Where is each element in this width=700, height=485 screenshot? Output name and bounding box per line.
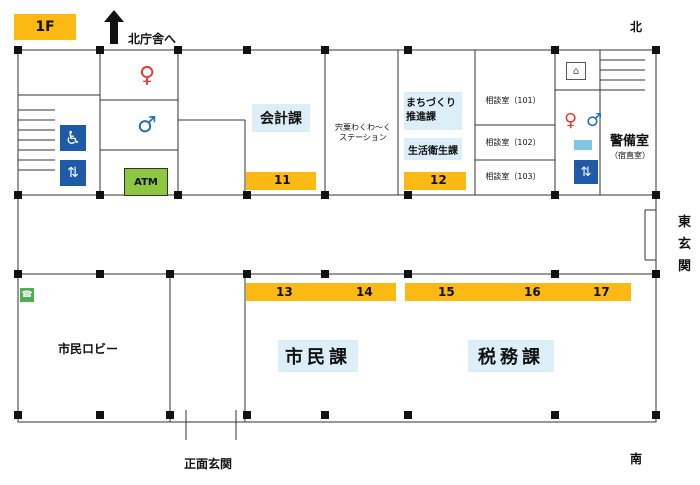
counter-bar-15-17	[405, 283, 631, 301]
restroom-female-icon: ♀	[138, 62, 156, 88]
counter-17-label: 17	[593, 285, 610, 299]
citizen-section-label: 市民課	[278, 340, 358, 372]
counter-15-label: 15	[438, 285, 455, 299]
station-label: 宍粟わくわ～くステーション	[335, 123, 391, 142]
accounting-label: 会計課	[252, 104, 310, 132]
phone-icon: ☎	[20, 288, 34, 302]
north-arrow-icon	[104, 10, 124, 44]
restroom-female-icon: ♀	[564, 110, 578, 131]
elevator-icon: ⇅	[574, 160, 598, 184]
restroom-male-icon: ♂	[137, 112, 157, 138]
main-entrance-label: 正面玄関	[184, 457, 233, 471]
elevator-icon: ⇅	[60, 160, 86, 186]
north-building-link[interactable]: 北庁舎へ	[128, 32, 177, 46]
counter-13-label: 13	[276, 285, 293, 299]
atm-box: ATM	[124, 168, 168, 196]
tax-section-label: 税務課	[468, 340, 554, 372]
east-entrance-label: 東玄関	[678, 215, 692, 274]
floor-badge: 1F	[14, 14, 76, 40]
counter-11-label: 11	[274, 173, 291, 187]
counter-14-label: 14	[356, 285, 373, 299]
machizukuri-label: まちづくり推進課	[404, 92, 462, 130]
soudan-102: 相談室（102）	[485, 138, 541, 147]
counter-12-label: 12	[430, 173, 447, 187]
counter-bar-13-14	[246, 283, 396, 301]
seikatsu-label: 生活衛生課	[404, 138, 462, 160]
soudan-101: 相談室（101）	[485, 96, 541, 105]
accessible-toilet-icon: ♿	[60, 125, 86, 151]
fire-extinguisher-icon	[574, 140, 592, 150]
aed-icon: ⌂	[566, 62, 586, 80]
restroom-male-icon: ♂	[586, 110, 603, 131]
compass-south: 南	[630, 452, 643, 466]
counter-16-label: 16	[524, 285, 541, 299]
guard-room-label: 警備室	[610, 134, 650, 149]
guard-room-sub: （宿直室）	[610, 151, 650, 160]
compass-north: 北	[630, 20, 643, 34]
soudan-103: 相談室（103）	[485, 172, 541, 181]
citizen-lobby-label: 市民ロビー	[58, 342, 119, 356]
counter-12	[404, 172, 466, 190]
counter-11	[246, 172, 316, 190]
